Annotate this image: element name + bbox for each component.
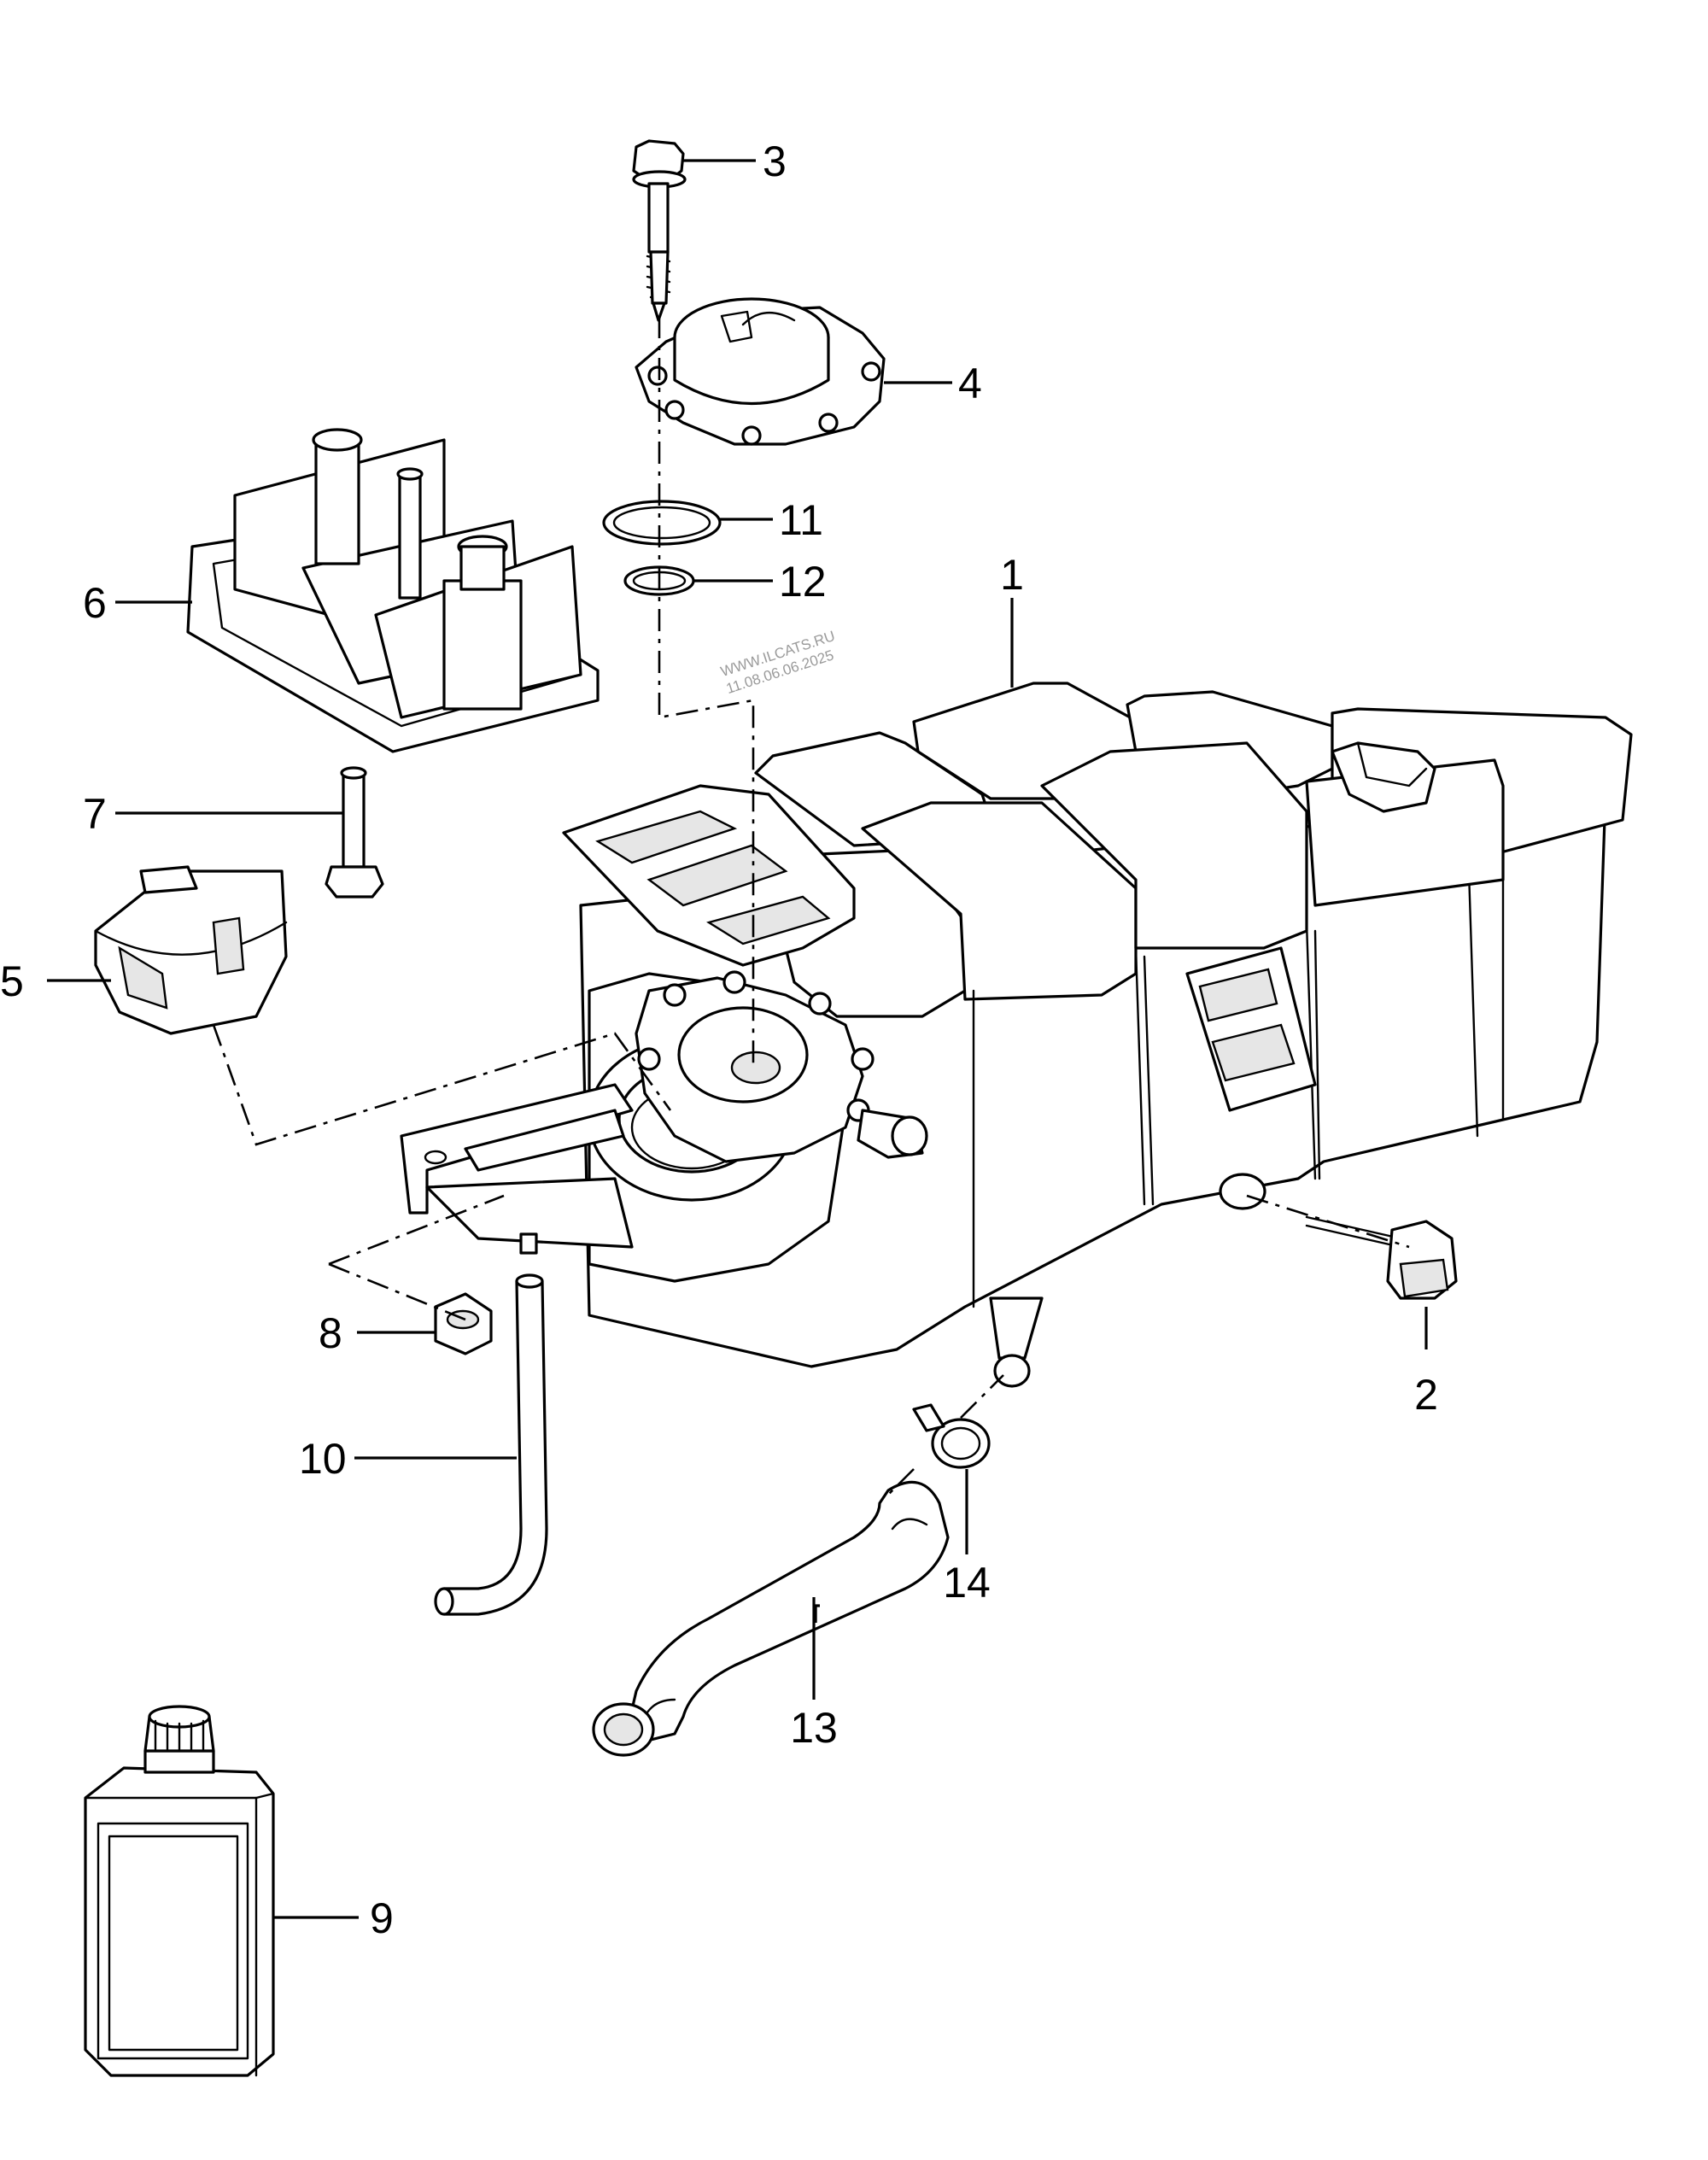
part-9-coolant-bottle[interactable] [84, 1705, 275, 2077]
watermark: WWW.ILCATS.RU 11.08.06.06.2025 [719, 628, 837, 697]
part-7-bolt[interactable] [325, 766, 384, 899]
callout-14: 14 [943, 1559, 991, 1607]
part-3-bolt[interactable] [632, 139, 687, 322]
callout-3: 3 [763, 138, 787, 185]
callout-12: 12 [779, 558, 827, 606]
assembly-lines [212, 316, 1410, 1496]
part-8-nut[interactable] [434, 1292, 493, 1355]
part-2-level-sensor[interactable] [1305, 1215, 1458, 1300]
part-5-filler-cap[interactable] [94, 865, 288, 1035]
callout-labels: 1 2 3 4 5 6 7 8 9 10 11 12 13 14 [0, 138, 1438, 1942]
callout-5: 5 [0, 957, 24, 1005]
callout-6: 6 [83, 579, 107, 627]
callout-4: 4 [958, 360, 982, 407]
callout-9: 9 [370, 1894, 394, 1942]
part-11-o-ring-large[interactable] [602, 500, 722, 546]
part-1-coolant-expansion-tank[interactable] [400, 682, 1633, 1388]
part-4-cap-flange[interactable] [635, 297, 886, 446]
callout-13: 13 [790, 1704, 838, 1752]
part-13-coolant-hose[interactable] [592, 1480, 950, 1757]
leader-lines [47, 159, 1428, 1919]
part-14-hose-clamp[interactable] [912, 1403, 991, 1469]
callout-11: 11 [779, 496, 823, 544]
callout-7: 7 [83, 790, 107, 838]
callout-10: 10 [299, 1435, 347, 1483]
callout-1: 1 [1000, 551, 1024, 599]
callout-8: 8 [319, 1309, 342, 1357]
part-6-support-bracket[interactable] [186, 428, 600, 753]
part-10-vent-hose[interactable] [434, 1273, 548, 1616]
callout-2: 2 [1414, 1371, 1438, 1419]
